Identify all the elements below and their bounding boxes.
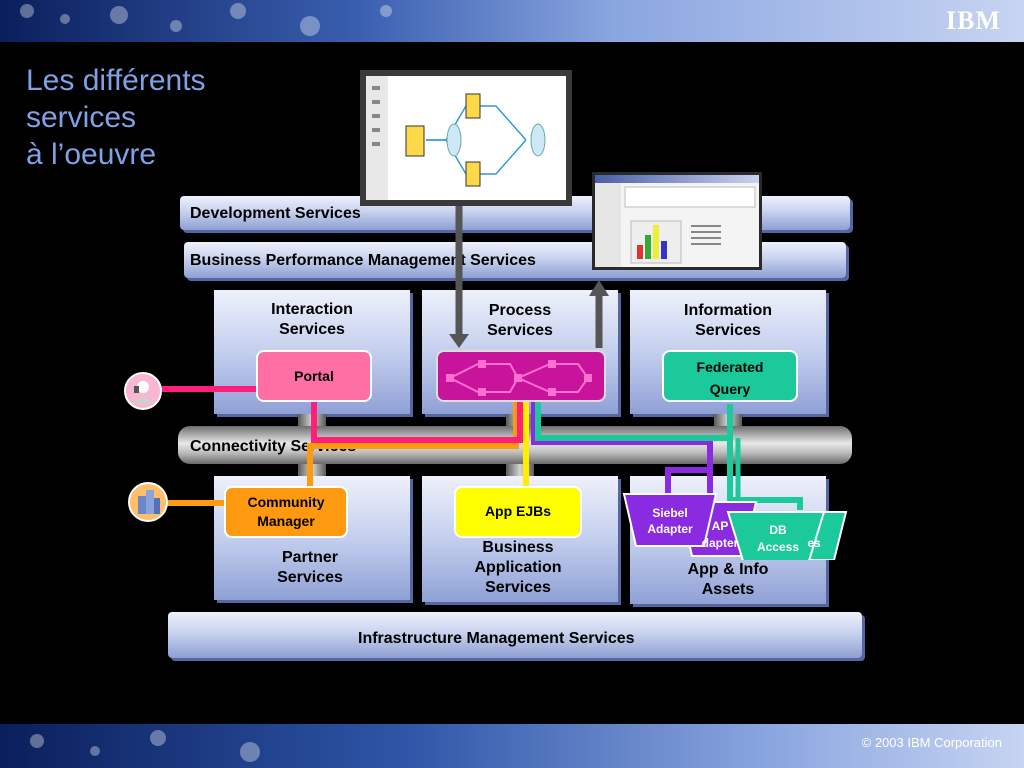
db-link-line — [535, 400, 733, 441]
copyright-text: © 2003 IBM Corporation — [861, 735, 1002, 750]
db-label-1: DB — [769, 523, 787, 537]
db-access-shape — [726, 511, 826, 560]
community-label-2: Manager — [257, 513, 315, 529]
portal-component[interactable]: Portal — [256, 350, 372, 402]
process-modeler-screenshot — [360, 70, 572, 206]
infrastructure-services-label: Infrastructure Management Services — [358, 630, 635, 647]
bpm-services-label: Business Performance Management Services — [190, 252, 536, 269]
siebel-adapter-line — [665, 467, 710, 494]
business-title-line1: Business — [482, 539, 554, 556]
business-title-line2: Application — [474, 559, 562, 576]
federated-label-2: Query — [709, 381, 751, 397]
dashboard-chart-icon — [624, 186, 756, 264]
arrow-down-head — [449, 334, 469, 348]
interaction-title-line1: Interaction — [271, 301, 353, 318]
portal-label: Portal — [294, 368, 334, 384]
partner-title-line1: Partner — [281, 549, 339, 566]
siebel-adapter-shape — [622, 493, 718, 547]
header-bar — [0, 0, 1024, 42]
business-title-line3: Services — [485, 579, 551, 596]
app-info-assets-title: App & Info Assets — [630, 560, 826, 600]
information-title-line2: Services — [695, 322, 761, 339]
portal-to-process-line — [311, 400, 523, 443]
sap-label-1: AP — [711, 519, 729, 533]
process-flow-component[interactable] — [436, 350, 606, 402]
siebel-label-1: Siebel — [652, 506, 688, 520]
process-title-line1: Process — [488, 302, 552, 319]
app-ejbs-label: App EJBs — [484, 503, 552, 519]
infrastructure-services-band: Infrastructure Management Services — [168, 612, 862, 658]
partner-services-title: Partner Services — [214, 548, 406, 588]
business-app-services-title: Business Application Services — [422, 538, 614, 598]
app-info-title-line2: Assets — [701, 581, 755, 598]
building-icon — [128, 482, 168, 522]
db-access-label[interactable]: DB Access — [746, 522, 810, 556]
federated-query-component[interactable]: Federated Query — [662, 350, 798, 402]
sap-adapter-label[interactable]: AP dapter — [700, 518, 740, 552]
community-label-1: Community — [247, 494, 325, 510]
ibm-logo: IBM — [946, 6, 1012, 36]
development-services-label: Development Services — [190, 205, 361, 222]
title-line-3: à l’oeuvre — [26, 138, 157, 171]
siebel-link-line — [531, 400, 713, 494]
process-title-line2: Services — [487, 322, 553, 339]
community-manager-component[interactable]: Community Manager — [224, 486, 348, 538]
db-access-line — [727, 438, 803, 510]
arrow-up-head — [589, 280, 609, 296]
interaction-title-line2: Services — [279, 321, 345, 338]
db-label-2: Access — [756, 540, 800, 554]
process-modeler-graphic — [366, 76, 546, 200]
siebel-label-2: Adapter — [647, 522, 693, 536]
siebel-adapter-label[interactable]: Siebel Adapter — [636, 505, 704, 537]
es-adapter-label: es — [807, 536, 821, 550]
sap-label-2: dapter — [701, 536, 739, 550]
federated-label-1: Federated — [696, 359, 764, 375]
page-title: Les différents services à l’oeuvre — [26, 62, 206, 173]
title-line-1: Les différents — [26, 64, 206, 97]
information-title-line1: Information — [684, 302, 772, 319]
community-to-process-line — [307, 400, 519, 488]
process-services-title: Process Services — [422, 301, 618, 341]
title-line-2: services — [26, 101, 137, 134]
app-ejbs-component[interactable]: App EJBs — [454, 486, 582, 538]
footer-bar — [0, 724, 1024, 768]
adapters-graphic — [622, 493, 848, 560]
process-flow-icon — [446, 360, 592, 396]
dashboard-screenshot — [592, 172, 762, 270]
partner-title-line2: Services — [277, 569, 343, 586]
user-icon — [124, 372, 162, 410]
interaction-services-title: Interaction Services — [214, 300, 410, 340]
information-services-title: Information Services — [630, 301, 826, 341]
app-info-title-line1: App & Info — [687, 561, 769, 578]
